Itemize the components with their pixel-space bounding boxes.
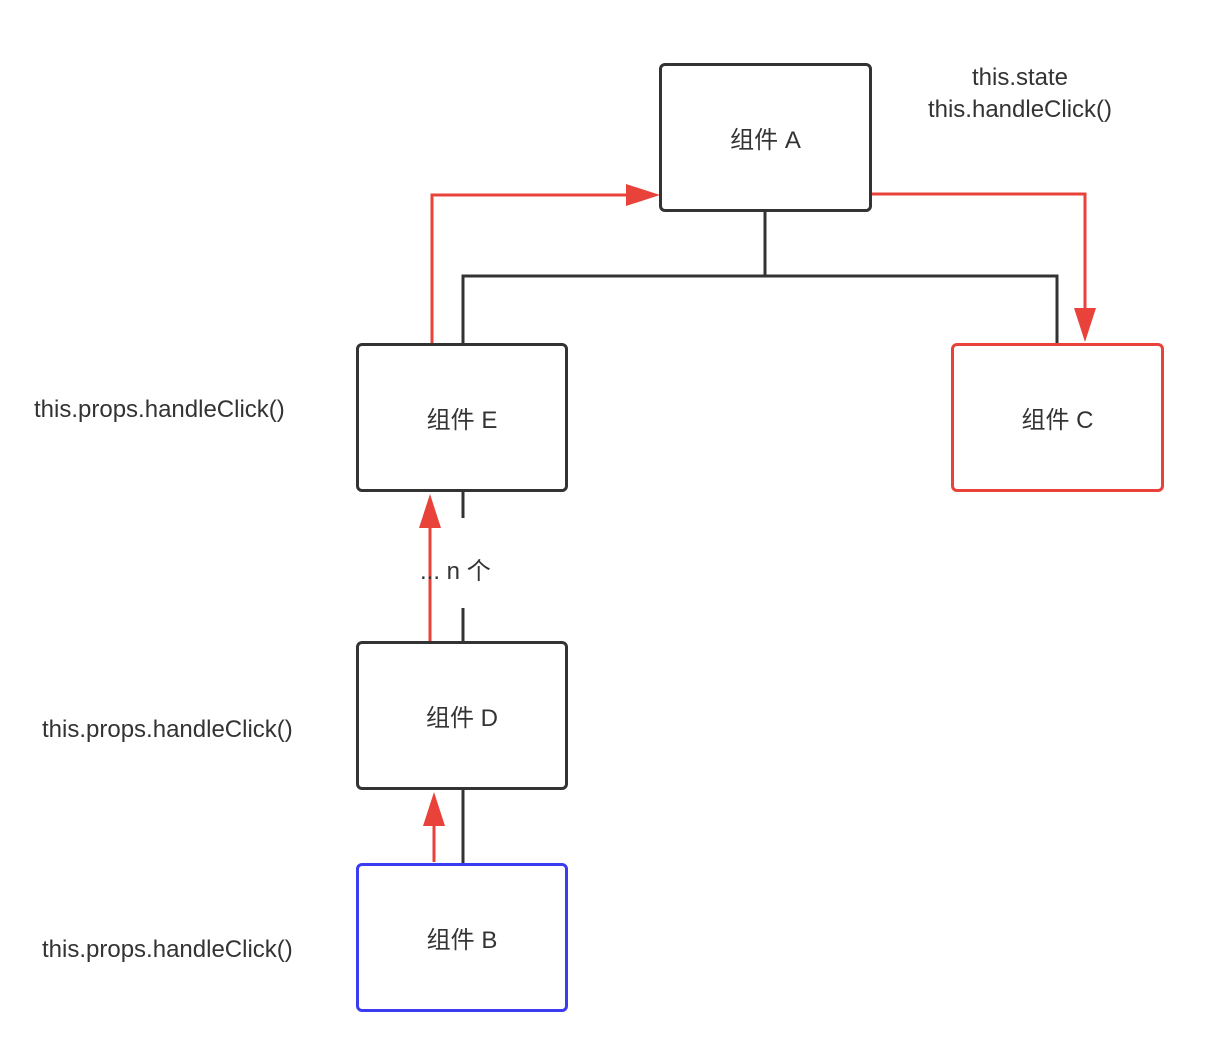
arrowhead-into-a (626, 184, 660, 206)
node-component-c[interactable]: 组件 C (951, 343, 1164, 492)
node-component-a[interactable]: 组件 A (659, 63, 872, 212)
node-label: 组件 B (426, 927, 498, 954)
annotation-ellipsis: ... n 个 (420, 558, 491, 585)
tree-edge-a-to-e (461, 274, 765, 344)
annotation-b-handler: this.props.handleClick() (42, 936, 293, 963)
annotation-a-state: this.state (971, 64, 1069, 91)
annotation-a-handler: this.handleClick() (927, 96, 1113, 123)
node-component-e[interactable]: 组件 E (356, 343, 568, 492)
state-arrow-a-to-c (872, 192, 1087, 334)
annotation-a-state-group: this.state this.handleClick() (900, 62, 1140, 126)
annotation-d-handler: this.props.handleClick() (42, 716, 293, 743)
annotation-e-handler: this.props.handleClick() (34, 396, 285, 423)
node-label: 组件 A (730, 127, 801, 154)
node-label: 组件 D (426, 705, 498, 732)
arrowhead-into-e (419, 494, 441, 528)
node-label: 组件 C (1021, 407, 1094, 434)
node-label: 组件 E (426, 407, 498, 434)
arrowhead-into-d (423, 792, 445, 826)
node-component-b[interactable]: 组件 B (356, 863, 568, 1012)
tree-edge-a-to-c (765, 274, 1059, 344)
arrowhead-into-c (1074, 308, 1096, 342)
node-component-d[interactable]: 组件 D (356, 641, 568, 790)
callback-arrow-e-to-a (430, 193, 650, 344)
